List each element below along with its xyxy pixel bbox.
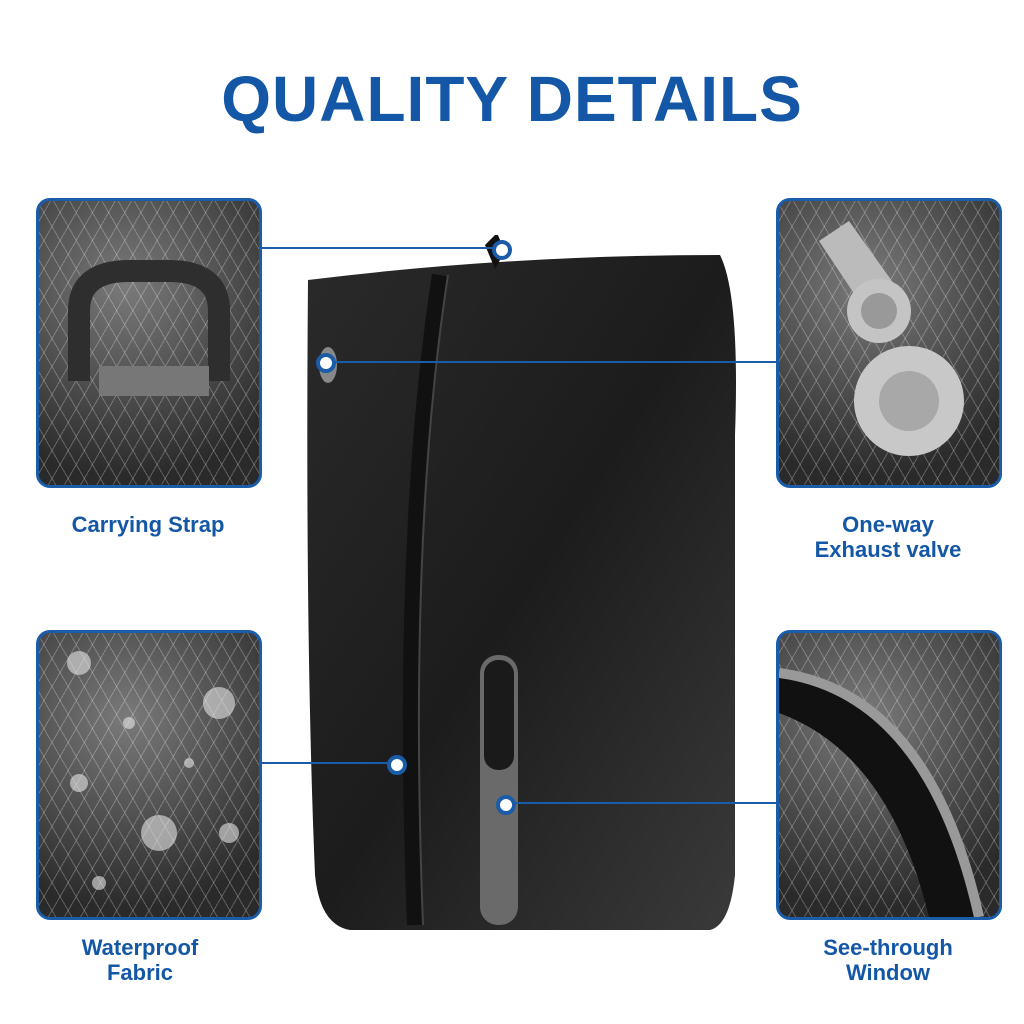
- label-line: Exhaust valve: [814, 537, 962, 562]
- waterproof-fabric-detail-image: [36, 630, 262, 920]
- label-line: Carrying Strap: [71, 512, 225, 537]
- product-bag-image: [307, 235, 736, 930]
- callout-dot-waterproof-fabric: [387, 755, 407, 775]
- carrying-strap-detail-image: [36, 198, 262, 488]
- label-carrying-strap: Carrying Strap: [18, 512, 278, 537]
- label-line: Fabric: [106, 960, 174, 985]
- label-line: Waterproof: [81, 935, 199, 960]
- exhaust-valve-detail-image: [776, 198, 1002, 488]
- label-line: See-through: [823, 935, 953, 960]
- label-line: Window: [845, 960, 931, 985]
- callout-dot-exhaust-valve: [316, 353, 336, 373]
- callout-line-see-through-window: [505, 802, 776, 804]
- callout-dot-see-through-window: [496, 795, 516, 815]
- see-through-window-detail-image: [776, 630, 1002, 920]
- label-line: One-way: [842, 512, 934, 537]
- callout-line-exhaust-valve: [325, 361, 776, 363]
- callout-dot-carrying-strap: [492, 240, 512, 260]
- page-title: QUALITY DETAILS: [221, 63, 803, 135]
- callout-line-carrying-strap: [260, 247, 500, 249]
- callout-line-waterproof-fabric: [260, 762, 396, 764]
